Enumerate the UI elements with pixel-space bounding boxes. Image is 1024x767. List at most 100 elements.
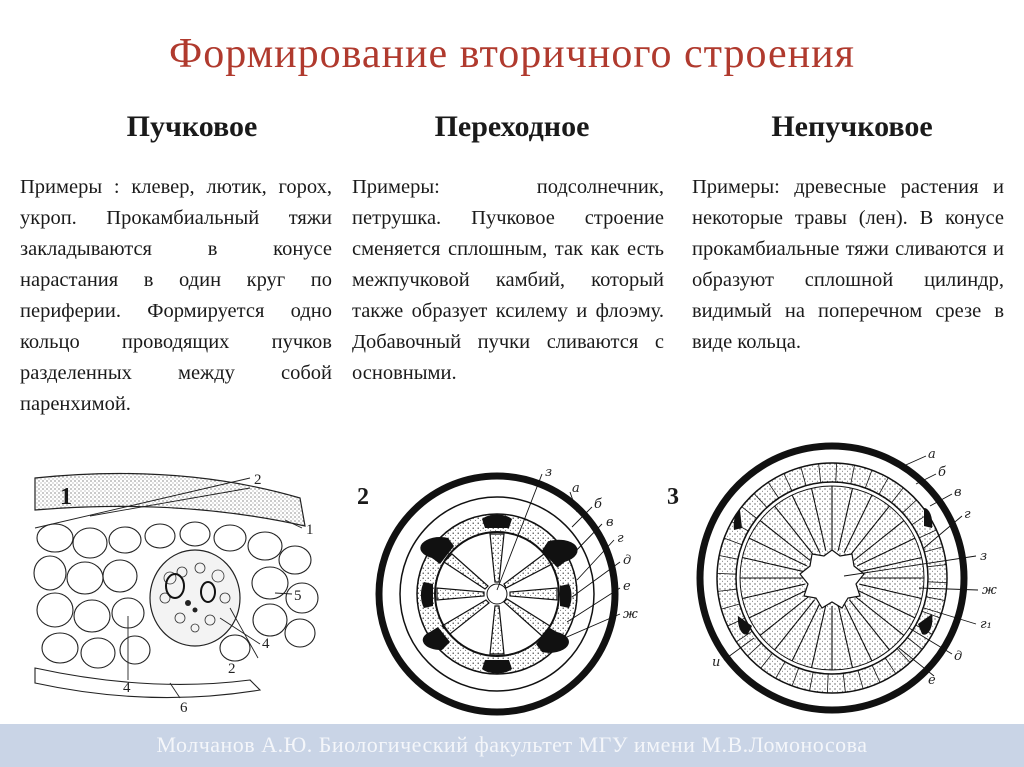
bark-ray-line: [926, 596, 945, 601]
bark-ray-line: [783, 473, 793, 491]
bark-ray-line: [747, 642, 762, 657]
bark-ray-line: [871, 665, 881, 683]
fig3-label-zh: ж: [982, 583, 997, 598]
ray-line: [791, 494, 821, 554]
bark-ray-line: [891, 487, 904, 503]
fig3-label-d: д: [954, 649, 962, 664]
vascular-bundle: [149, 549, 241, 647]
ray-line: [859, 583, 922, 600]
fig3-label-a: а: [928, 447, 936, 462]
fig3-label-e: е: [928, 673, 936, 688]
fig1-label-1: 1: [306, 522, 314, 538]
bark-ray-line: [907, 637, 923, 650]
ray-line: [853, 520, 905, 561]
bark-ray-line: [809, 672, 814, 691]
medullary-rays: [717, 463, 947, 693]
fig1-label-2a: 2: [254, 472, 262, 488]
fig3-label-z: з: [980, 549, 987, 564]
ray-line: [849, 505, 890, 557]
fig2-label-a: а: [572, 481, 580, 496]
fig3-label-g1: г₁: [980, 617, 992, 632]
ray-line: [791, 602, 821, 662]
bark-ray-line: [864, 469, 873, 489]
bark-ray-line: [721, 603, 740, 610]
ray-line: [853, 595, 905, 636]
figure-1-bundle-section: 2 1 5 4 2 4 6: [33, 472, 319, 716]
ray-line: [759, 520, 811, 561]
bark-ray-line: [717, 573, 737, 575]
page-title: Формирование вторичного строения: [169, 31, 855, 77]
ray-line: [748, 589, 808, 619]
heading-bundle: Пучковое: [126, 110, 258, 143]
ray-line: [856, 537, 916, 567]
bark-ray-line: [884, 657, 897, 674]
text-bundle: Примеры : клевер, лютик, горох, укроп. П…: [20, 176, 332, 415]
ray-line: [843, 602, 873, 662]
bark-caps: [733, 507, 933, 635]
ray-line: [759, 595, 811, 636]
bark-ray-line: [878, 477, 889, 495]
bark-ray-line: [753, 493, 768, 508]
parenchyma-cells: [33, 521, 319, 669]
bark-ray-line: [760, 653, 773, 669]
figure-3-non-bundle-section: а б в г з ж г₁ д е и: [696, 442, 997, 714]
bark-ray-line: [818, 463, 822, 483]
fig3-label-v: в: [954, 485, 962, 500]
footer-bar: [0, 724, 1024, 767]
bark-ray-line: [927, 564, 947, 568]
bark-ray-line: [921, 610, 941, 619]
ray-line: [837, 605, 854, 668]
fig2-label-zh: ж: [623, 607, 638, 622]
figure-2-transitional-section: з а б в г д е ж: [375, 465, 638, 716]
phloem-caps: [420, 514, 578, 674]
bark-ray-line: [767, 482, 780, 499]
bark-ray-line: [919, 529, 937, 539]
fig1-label-4b: 4: [262, 636, 270, 652]
bark-ray-line: [736, 630, 753, 643]
ray-line: [849, 599, 890, 651]
text-transitional: Примеры: подсолнечник, петрушка. Пучково…: [352, 176, 664, 384]
pith: [799, 549, 865, 609]
figure-3-number: 3: [667, 484, 679, 510]
bark-ray-line: [717, 588, 737, 592]
fig2-label-e: е: [623, 579, 631, 594]
bark-ray-line: [927, 581, 947, 583]
ray-line: [837, 488, 854, 551]
fig3-label-b: б: [938, 465, 946, 480]
bark-ray-line: [924, 546, 943, 553]
bark-ray-line: [723, 537, 743, 546]
ray-line: [742, 583, 805, 600]
fig3-label-g: г: [964, 507, 971, 522]
bark-ray-line: [857, 670, 864, 689]
fig1-label-4a: 4: [123, 680, 131, 696]
fig1-label-6: 6: [180, 700, 188, 716]
bark-ray-line: [850, 465, 855, 484]
fig2-label-z: з: [545, 465, 552, 480]
ray-line: [810, 488, 827, 551]
bark-ray-line: [896, 648, 911, 663]
bark-ray-line: [827, 673, 829, 693]
xylem-wedges: [436, 533, 558, 655]
ray-line: [859, 556, 922, 573]
bark-ray-line: [775, 661, 786, 679]
fig1-label-2b: 2: [228, 661, 236, 677]
ray-line: [856, 589, 916, 619]
fig2-label-g: г: [617, 531, 624, 546]
bark-ray-line: [719, 555, 738, 560]
ray-line: [748, 537, 808, 567]
heading-transitional: Переходное: [434, 110, 590, 143]
bark-ray-line: [835, 463, 837, 483]
fig2-label-v: в: [606, 515, 614, 530]
ray-line: [843, 494, 873, 554]
bark-ray-line: [842, 673, 846, 693]
figure-1-number: 1: [60, 484, 72, 510]
fig3-label-i: и: [712, 655, 720, 670]
footer-credit: Молчанов А.Ю. Биологический факультет МГ…: [156, 732, 868, 757]
bark-ray-line: [800, 467, 807, 486]
ray-line: [774, 599, 815, 651]
bark-ray-line: [791, 667, 800, 687]
figure-2-number: 2: [357, 484, 369, 510]
ray-line: [774, 505, 815, 557]
heading-non-bundle: Непучковое: [771, 110, 933, 143]
bark-ray-line: [902, 499, 917, 514]
